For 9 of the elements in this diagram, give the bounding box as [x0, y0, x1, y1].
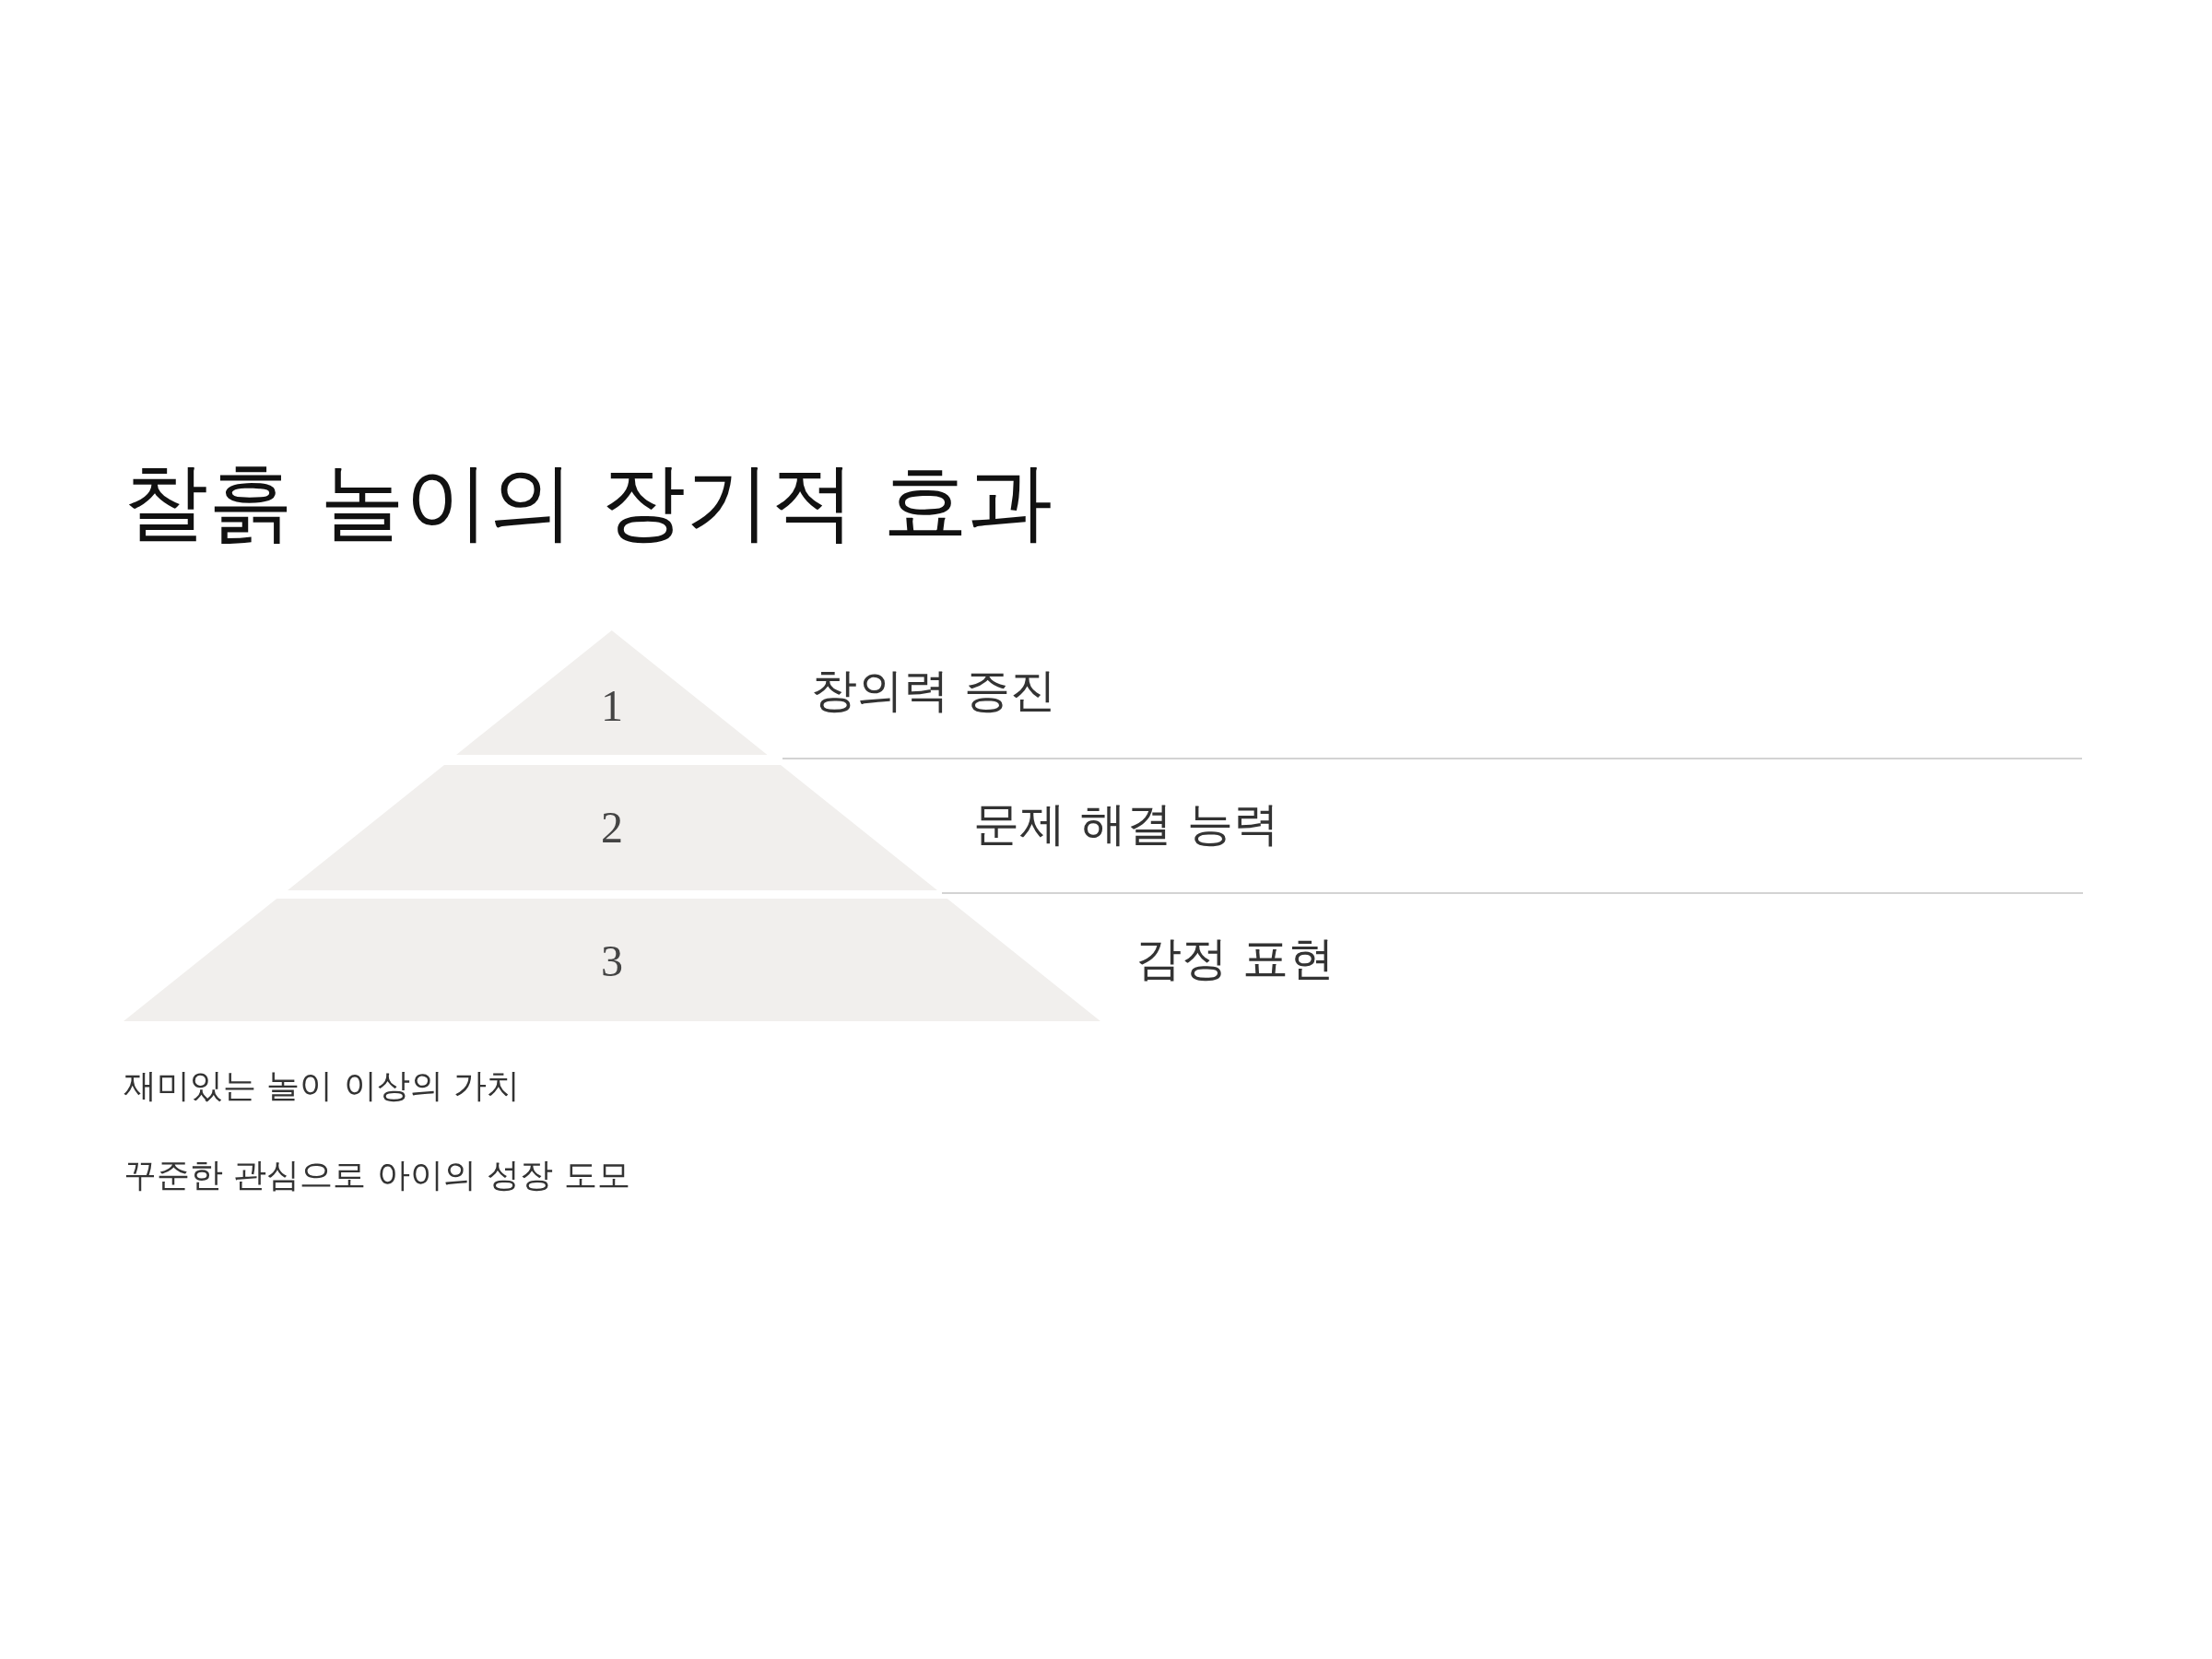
title: 찰흙 놀이의 장기적 효과	[124, 453, 1053, 551]
tier-number: 1	[601, 681, 623, 730]
note-text: 재미있는 놀이 이상의 가치	[124, 1065, 521, 1106]
tier-label: 감정 표현	[1135, 933, 1335, 986]
tier-number: 3	[601, 936, 623, 985]
note-text: 꾸준한 관심으로 아이의 성장 도모	[124, 1155, 630, 1195]
tier-label: 창의력 증진	[811, 665, 1056, 718]
tier-label: 문제 해결 능력	[973, 798, 1279, 852]
tier-number: 2	[601, 803, 623, 853]
